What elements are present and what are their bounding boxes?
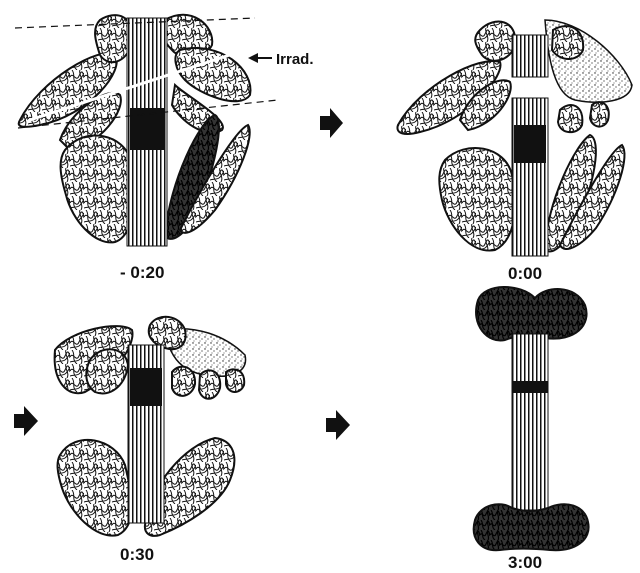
right-arrow-icon [14, 406, 38, 436]
time-label-0-30: 0:30 [120, 545, 154, 564]
panel-3-00: 3:00 [474, 287, 589, 572]
right-arrow-icon [326, 410, 350, 440]
panel-minus-0-20: Irrad. - 0:20 [15, 15, 314, 282]
panel-0-30: 0:30 [55, 317, 246, 564]
tissue-lobe [226, 369, 244, 392]
growth-plate-block [512, 381, 548, 393]
tissue-lobe [58, 440, 132, 536]
time-label-minus-0-20: - 0:20 [120, 263, 164, 282]
bone-shaft [512, 35, 548, 77]
tissue-lobe [149, 317, 186, 349]
tissue-lobe [86, 349, 128, 393]
bone-epiphysis [474, 504, 589, 550]
bone-shaft [512, 98, 548, 256]
right-arrow-icon [320, 108, 343, 138]
tissue-lobe [590, 102, 609, 126]
tissue-lobe [439, 148, 514, 251]
tissue-lobe [475, 22, 515, 61]
tissue-lobe [199, 370, 220, 398]
irradiation-label: Irrad. [276, 51, 314, 68]
tissue-lobe [552, 26, 583, 59]
left-arrow-icon [248, 53, 258, 63]
tissue-lobe [558, 105, 582, 132]
growth-plate-block [130, 108, 164, 150]
growth-plate-block [514, 125, 546, 163]
growth-plate-block [130, 368, 162, 406]
tissue-lobe [172, 367, 195, 396]
time-label-3-00: 3:00 [508, 553, 542, 572]
bone-shaft [512, 334, 548, 510]
tissue-lobe [61, 136, 133, 243]
bone-epiphysis [476, 287, 587, 341]
panel-0-00: 0:00 [397, 20, 632, 283]
time-label-0-00: 0:00 [508, 264, 542, 283]
